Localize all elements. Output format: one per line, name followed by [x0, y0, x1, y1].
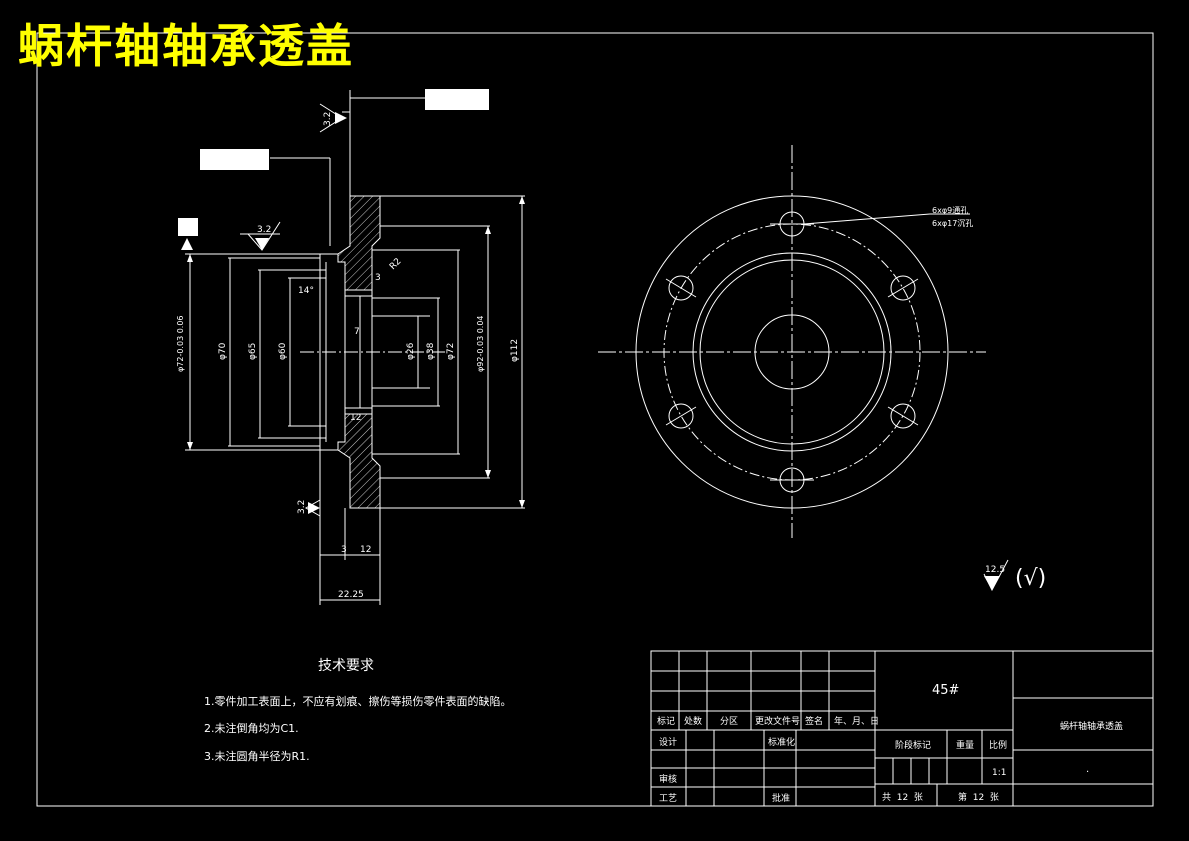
- surface-roughness-value: 12.5: [985, 565, 1005, 575]
- tech-requirement-item: 2.未注倒角均为C1.: [204, 721, 299, 735]
- dim-small-12: 12: [350, 413, 361, 423]
- dim-phi92-tol: φ92-0.03 0.04: [476, 315, 485, 372]
- dim-phi72: φ72: [446, 343, 456, 360]
- dim-phi60: φ60: [278, 342, 288, 360]
- section-view: [185, 90, 525, 605]
- roughness-label-left: 3.2: [257, 225, 271, 235]
- drawing-border: [36, 32, 1154, 807]
- bolt-hole: [890, 275, 916, 301]
- standardize-label: 标准化: [768, 736, 795, 748]
- roughness-label-bottom: 3.2: [297, 500, 307, 514]
- header-zone: 分区: [720, 716, 738, 727]
- process-label: 工艺: [659, 793, 677, 804]
- approve-label: 批准: [772, 792, 790, 804]
- flange-lower-hatch: [337, 413, 381, 509]
- header-change-doc: 更改文件号: [755, 715, 800, 727]
- sheet-number: 第 12 张: [958, 791, 999, 803]
- bolt-hole: [668, 275, 694, 301]
- flange-upper-hatch: [337, 195, 381, 291]
- part-name-label: 蜗杆轴轴承透盖: [1060, 720, 1123, 732]
- datum-box-left: [200, 149, 269, 170]
- tech-requirements-heading: 技术要求: [318, 658, 374, 674]
- scale-value: 1:1: [992, 768, 1006, 778]
- scale-label: 比例: [989, 739, 1007, 751]
- dim-bottom-3: 3: [341, 545, 347, 555]
- radius-label: R2: [388, 257, 404, 273]
- datum-box-top: [425, 89, 489, 110]
- header-signature: 签名: [805, 715, 823, 727]
- dim-phi38: φ38: [426, 342, 436, 360]
- dim-phi112: φ112: [510, 339, 520, 362]
- roughness-label-top: 3.2: [323, 112, 333, 126]
- header-mark: 标记: [657, 715, 675, 727]
- dim-small-7: 7: [354, 327, 360, 337]
- outer-flange-circle: [635, 195, 949, 509]
- dim-phi70: φ70: [218, 342, 228, 360]
- bolt-hole: [890, 403, 916, 429]
- dim-phi72-tol: φ72-0.03 0.06: [176, 315, 185, 372]
- stage-mark-label: 阶段标记: [895, 739, 931, 751]
- roughness-triangle-top: [335, 112, 347, 124]
- title-block: [650, 650, 1154, 807]
- design-label: 设计: [659, 736, 677, 748]
- sheets-total: 共 12 张: [882, 792, 923, 803]
- hole-note-thru: 6xφ9通孔: [932, 205, 968, 215]
- review-label: 审核: [659, 773, 677, 785]
- title-block-dot: .: [1086, 764, 1089, 775]
- roughness-triangle-left: [255, 238, 269, 250]
- dim-phi26: φ26: [406, 342, 416, 360]
- tech-requirement-item: 3.未注圆角半径为R1.: [204, 749, 310, 763]
- header-date: 年、月、日: [834, 715, 879, 727]
- dim-bottom-22-25: 22.25: [338, 590, 364, 600]
- surface-roughness-paren: (√): [1015, 566, 1046, 591]
- tech-requirement-item: 1.零件加工表面上，不应有划痕、擦伤等损伤零件表面的缺陷。: [204, 694, 512, 708]
- dim-phi65: φ65: [248, 343, 258, 360]
- dim-small-3: 3: [375, 273, 381, 283]
- hole-note-counterbore: 6xφ17沉孔: [932, 219, 973, 228]
- overlay-title: 蜗杆轴轴承透盖: [18, 19, 354, 73]
- front-view: [598, 145, 986, 538]
- header-count: 处数: [684, 715, 702, 727]
- dim-bottom-12: 12: [360, 545, 371, 555]
- angle-label: 14°: [298, 286, 314, 296]
- datum-box-small: [178, 218, 198, 236]
- weight-label: 重量: [956, 739, 974, 751]
- bolt-hole: [668, 403, 694, 429]
- material-label: 45#: [932, 683, 959, 698]
- roughness-triangle-bottom: [308, 502, 320, 514]
